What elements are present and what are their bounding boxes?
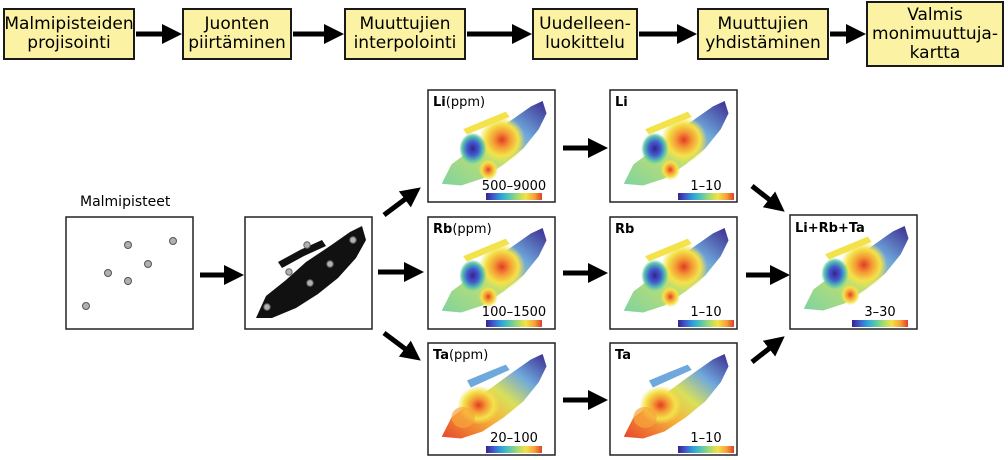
svg-text:Ta(ppm): Ta(ppm): [433, 348, 488, 363]
points-caption: Malmipisteet: [80, 194, 171, 210]
ore-points: [82, 237, 177, 310]
rb-reclass-range: 1–10: [690, 305, 721, 320]
ta-reclass-element: Ta: [615, 348, 631, 363]
rb-ppm-unit: (ppm): [452, 222, 491, 237]
li-ppm-unit: (ppm): [446, 95, 485, 110]
step-uudelleenluokittelu: Uudelleen- luokittelu: [532, 8, 638, 60]
map-rb-reclass: Rb 1–10: [609, 216, 738, 330]
combined-range: 3–30: [864, 305, 895, 320]
li-ppm-element: Li: [433, 95, 446, 110]
rb-ppm-range: 100–1500: [482, 305, 546, 320]
combined-element: Li+Rb+Ta: [795, 221, 865, 236]
map-li-reclass: Li 1–10: [609, 89, 738, 203]
rb-reclass-element: Rb: [615, 222, 634, 237]
step-muuttujien-yhdistaminen: Muuttujien yhdistäminen: [697, 8, 829, 60]
ta-ppm-unit: (ppm): [449, 348, 488, 363]
rb-ppm-element: Rb: [433, 222, 452, 237]
li-reclass-element: Li: [615, 95, 628, 110]
ta-ppm-range: 20–100: [490, 431, 538, 446]
arrow-outline-ta: [382, 331, 421, 361]
step-muuttujien-interpolointi: Muuttujien interpolointi: [344, 8, 466, 60]
svg-text:Rb(ppm): Rb(ppm): [433, 222, 492, 237]
map-combined: Li+Rb+Ta 3–30: [789, 214, 918, 330]
points-panel: [65, 216, 194, 330]
arrow-outline-li: [382, 187, 421, 217]
arrow-li-combined: [750, 184, 785, 212]
map-rb-ppm: Rb(ppm) 100–1500: [427, 216, 556, 330]
map-li-ppm: Li(ppm) 500–9000: [427, 89, 556, 203]
map-ta-ppm: Ta(ppm) 20–100: [427, 342, 556, 456]
ore-body-outline: [256, 226, 366, 318]
li-ppm-range: 500–9000: [482, 179, 546, 194]
arrow-ta-combined: [750, 336, 785, 364]
step-malmipisteiden-projisointi: Malmipisteiden projisointi: [3, 8, 135, 60]
li-reclass-range: 1–10: [690, 179, 721, 194]
ta-ppm-element: Ta: [433, 348, 449, 363]
ta-reclass-range: 1–10: [690, 431, 721, 446]
step-juonten-piirtaminen: Juonten piirtäminen: [182, 8, 292, 60]
step-valmis-monimuuttujakartta: Valmis monimuuttuja- kartta: [866, 1, 1004, 67]
svg-text:Li(ppm): Li(ppm): [433, 95, 485, 110]
map-ta-reclass: Ta 1–10: [609, 342, 738, 456]
